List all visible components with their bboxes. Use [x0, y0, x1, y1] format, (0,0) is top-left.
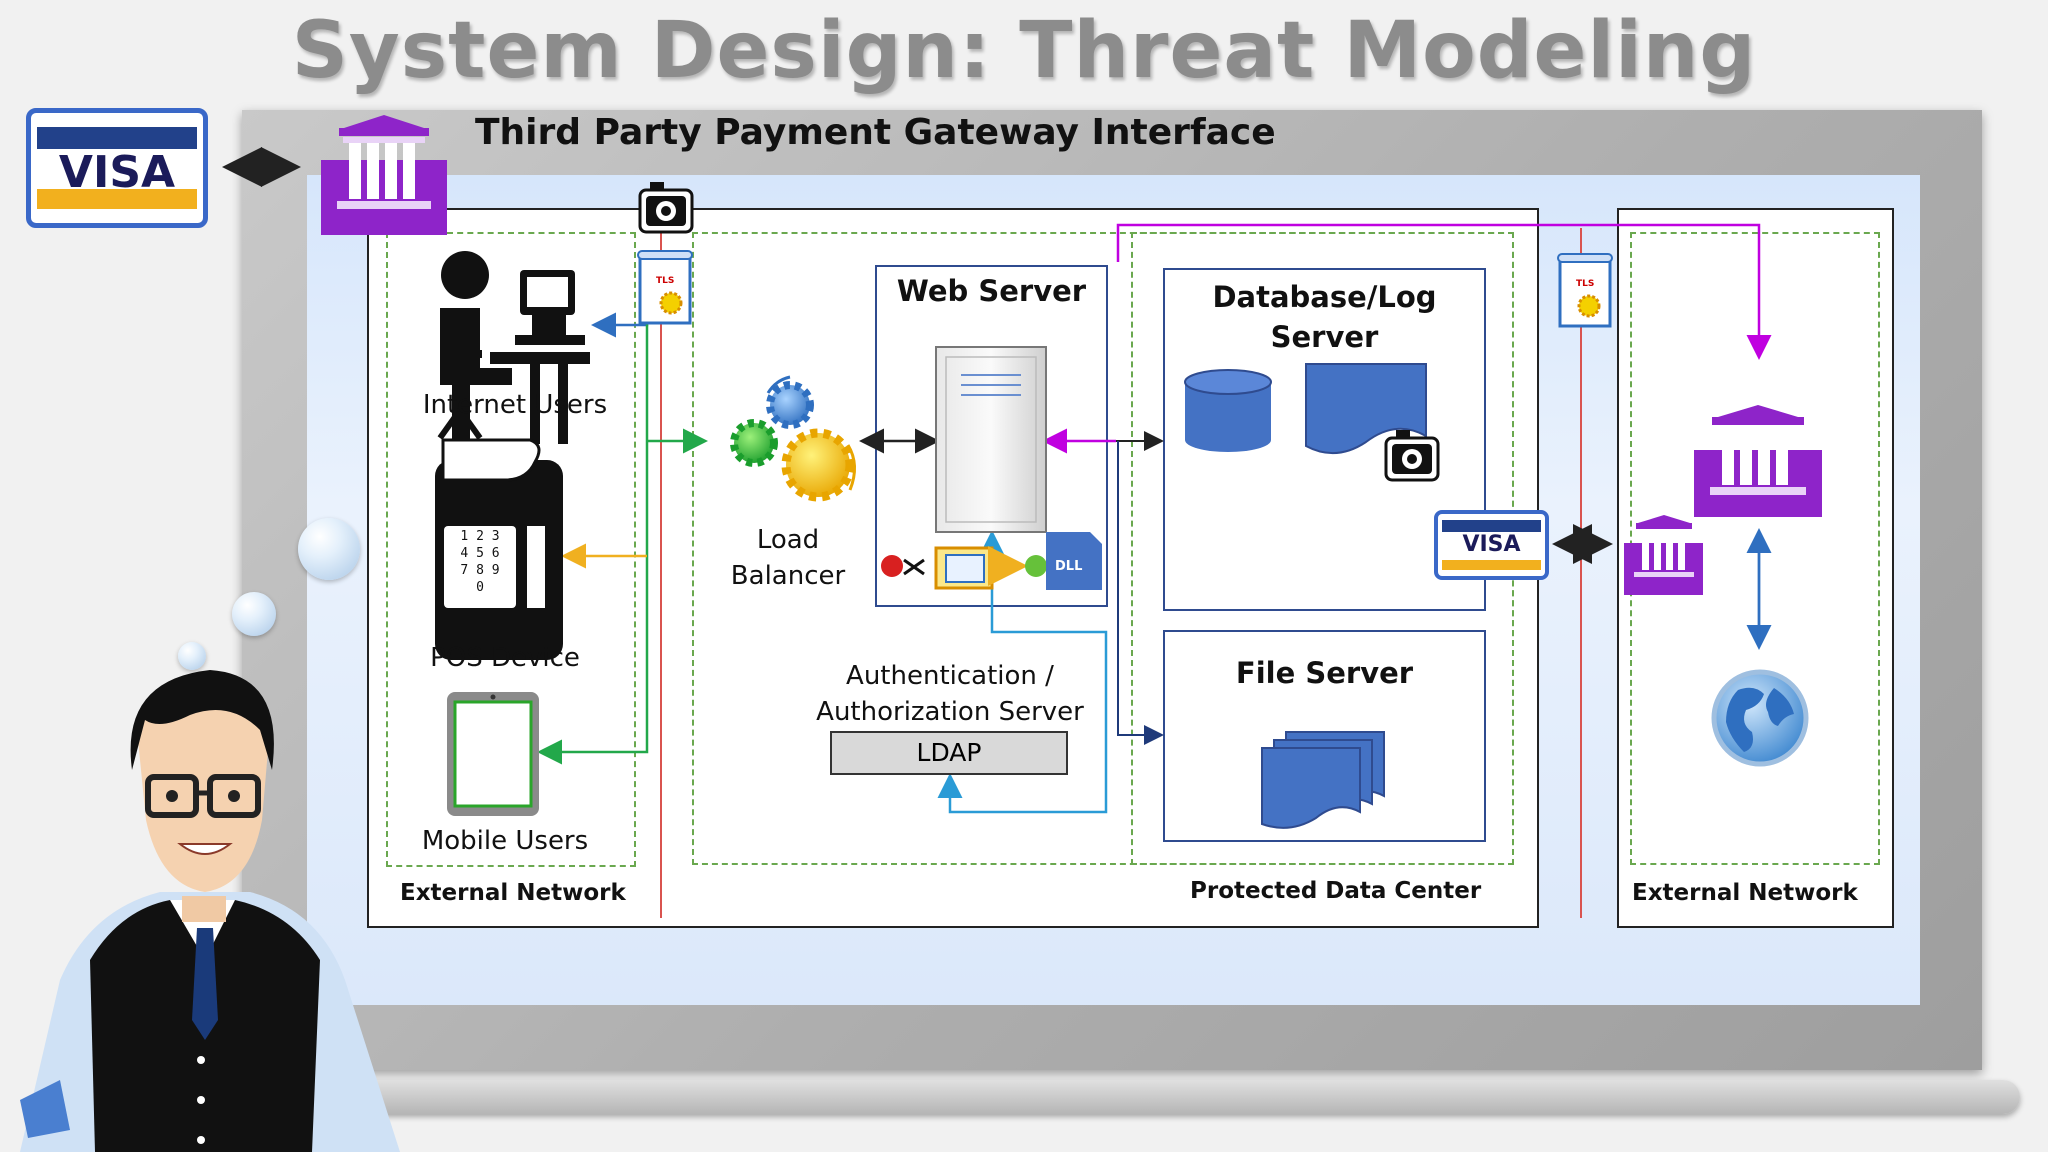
- pos-keypad-row: 7 8 9: [460, 563, 500, 578]
- database-icon: [1184, 369, 1272, 452]
- visa-card-database-label: VISA: [1462, 532, 1521, 557]
- external-network-right-label: External Network: [1632, 880, 1858, 906]
- tls-label: TLS: [656, 276, 675, 286]
- server-tower-icon: [935, 346, 1047, 533]
- dll-icon: [1046, 532, 1102, 590]
- camera-icon: [1384, 430, 1440, 482]
- bank-icon: [321, 115, 447, 235]
- pos-keypad: 1 2 3 4 5 6 7 8 9 0: [445, 528, 515, 596]
- auth-server-label-line1: Authentication /: [846, 661, 1054, 691]
- visa-card-left: VISA: [26, 108, 208, 228]
- web-file-link: [1117, 441, 1164, 745]
- bank-icon: [1624, 515, 1703, 595]
- presenter-character: [20, 670, 400, 1152]
- visa-card-database: VISA: [1434, 510, 1549, 580]
- external-network-left-label: External Network: [400, 880, 626, 906]
- auth-ldap-link: [937, 590, 1108, 814]
- globe-icon: [1711, 669, 1809, 767]
- tls-label: TLS: [1576, 279, 1595, 289]
- auth-server-label-line2: Authorization Server: [816, 697, 1084, 727]
- web-server-title: Web Server: [896, 274, 1087, 308]
- file-stack-icon: [1261, 731, 1385, 829]
- internet-users-label: Internet Users: [422, 390, 608, 420]
- log-document-icon: [1305, 363, 1427, 455]
- thought-bubble-medium: [232, 592, 276, 636]
- gateway-title: Third Party Payment Gateway Interface: [475, 112, 1276, 153]
- external-network-zone-left: [386, 232, 636, 867]
- visa-card-left-label: VISA: [58, 147, 176, 198]
- mobile-users-link: [537, 322, 649, 765]
- load-balancer-icon: [730, 375, 856, 502]
- auth-server-label: Authentication / Authorization Server: [800, 658, 1100, 730]
- pos-keypad-row: 4 5 6: [460, 546, 500, 561]
- load-balancer-label: Load Balancer: [708, 522, 868, 594]
- dll-label: DLL: [1055, 559, 1083, 574]
- pos-device-icon: [435, 438, 563, 660]
- database-server-title-line2: Server: [1270, 320, 1379, 354]
- pos-keypad-row: 1 2 3: [460, 529, 500, 544]
- bank-icon: [1694, 405, 1822, 517]
- thought-bubble-small: [178, 642, 206, 670]
- file-server-title: File Server: [1235, 656, 1414, 690]
- load-balancer-label-line2: Balancer: [730, 561, 846, 591]
- mobile-device-icon: [447, 692, 539, 816]
- request-filter-icon: [881, 546, 1047, 590]
- pos-keypad-row: 0: [476, 580, 484, 595]
- mobile-users-label: Mobile Users: [421, 826, 589, 856]
- tls-certificate-icon: [1557, 253, 1613, 328]
- pos-device-label: POS Device: [430, 643, 580, 673]
- camera-icon: [638, 182, 694, 234]
- thought-bubble-large: [298, 518, 360, 580]
- whiteboard-ledge: [300, 1080, 2020, 1114]
- database-server-title: Database/Log Server: [1163, 277, 1486, 357]
- load-balancer-label-line1: Load: [756, 525, 820, 555]
- protected-data-center-label: Protected Data Center: [1190, 878, 1482, 904]
- internet-user-icon: [437, 251, 590, 444]
- database-server-title-line1: Database/Log: [1212, 280, 1437, 314]
- db-to-external-link: [1116, 223, 1772, 360]
- page-title: System Design: Threat Modeling: [291, 6, 1757, 96]
- tls-certificate-icon: [637, 250, 693, 325]
- ldap-box: LDAP: [830, 731, 1068, 775]
